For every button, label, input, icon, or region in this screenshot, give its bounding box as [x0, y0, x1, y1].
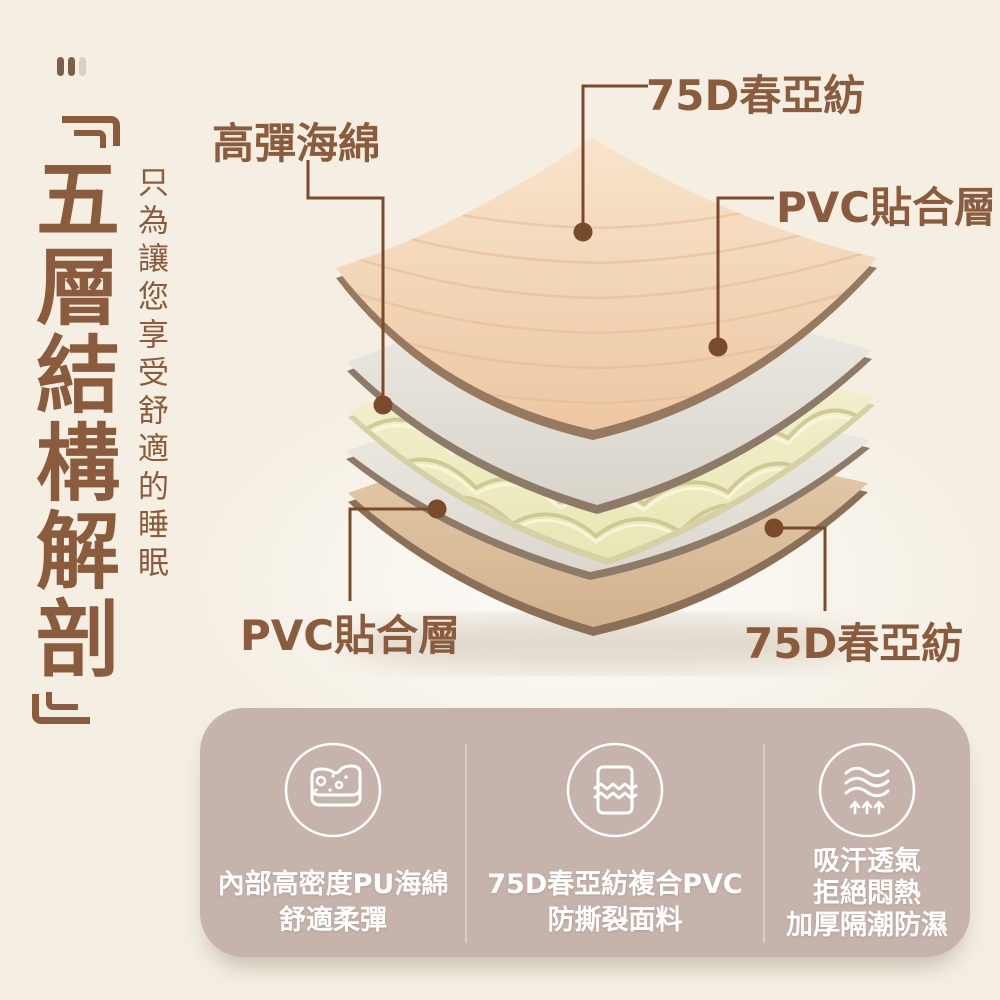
callouts: [306, 84, 827, 611]
feature-text: 吸汗透氣 拒絕悶熱 加厚隔潮防濕: [786, 846, 948, 942]
stack-shadow: [345, 617, 855, 671]
feature-line: 75D春亞紡複合PVC: [487, 869, 743, 900]
label-pvc-top: PVC貼合層: [776, 183, 997, 232]
feature-breathable: 吸汗透氣 拒絕悶熱 加厚隔潮防濕: [763, 708, 970, 957]
feature-sponge: 內部高密度PU海綿 舒適柔彈: [200, 708, 466, 957]
label-bottom-fabric: 75D春亞紡: [744, 619, 964, 668]
feature-line: 內部高密度PU海綿: [217, 869, 449, 900]
layer-top-fabric: [336, 138, 877, 440]
callout-dot-top-fabric: [573, 222, 593, 242]
title-char: 解: [35, 503, 120, 601]
feature-text: 75D春亞紡複合PVC 防撕裂面料: [487, 867, 743, 939]
label-top-fabric: 75D春亞紡: [646, 71, 866, 120]
feature-line: 防撕裂面料: [547, 905, 683, 936]
callout-line-top-fabric: [581, 84, 648, 231]
title-char: 層: [35, 239, 120, 337]
feature-panel: 內部高密度PU海綿 舒適柔彈 75D春亞紡複合PVC 防撕裂面料: [200, 708, 970, 957]
callout-line-bottom-fabric: [775, 526, 827, 611]
callout-line-pvc-top: [716, 196, 774, 346]
callout-dot-pvc-bottom: [427, 499, 447, 519]
main-title: 五 層 結 構 解 剖: [32, 116, 124, 724]
callout-dot-pvc-top: [708, 337, 728, 357]
callout-line-sponge: [306, 160, 385, 404]
callout-dot-bottom-fabric: [764, 518, 784, 538]
callout-dots: [373, 222, 784, 538]
feature-text: 內部高密度PU海綿 舒適柔彈: [218, 867, 449, 939]
feature-line: 加厚隔潮防濕: [786, 910, 948, 941]
close-quote-bracket-icon: [32, 692, 90, 724]
feature-line: 吸汗透氣: [813, 846, 921, 877]
three-bars-icon: [57, 57, 86, 76]
sponge-icon: [284, 742, 382, 838]
title-char: 構: [35, 415, 120, 513]
title-char: 結: [35, 327, 120, 425]
subtitle-vertical: 只為讓您享受舒適的睡眠: [132, 166, 168, 584]
feature-tear-resistant: 75D春亞紡複合PVC 防撕裂面料: [465, 708, 764, 957]
title-char: 剖: [35, 591, 120, 689]
feature-line: 拒絕悶熱: [813, 878, 921, 909]
callout-dot-sponge: [373, 395, 393, 415]
title-char: 五: [35, 151, 120, 249]
tear-resistant-fabric-icon: [566, 742, 664, 838]
feature-line: 舒適柔彈: [279, 905, 387, 936]
callout-line-pvc-bottom: [348, 507, 436, 601]
label-sponge: 高彈海綿: [212, 119, 381, 168]
open-quote-bracket-icon: [62, 116, 120, 148]
breathable-icon: [818, 742, 916, 838]
label-pvc-bottom: PVC貼合層: [240, 611, 461, 660]
